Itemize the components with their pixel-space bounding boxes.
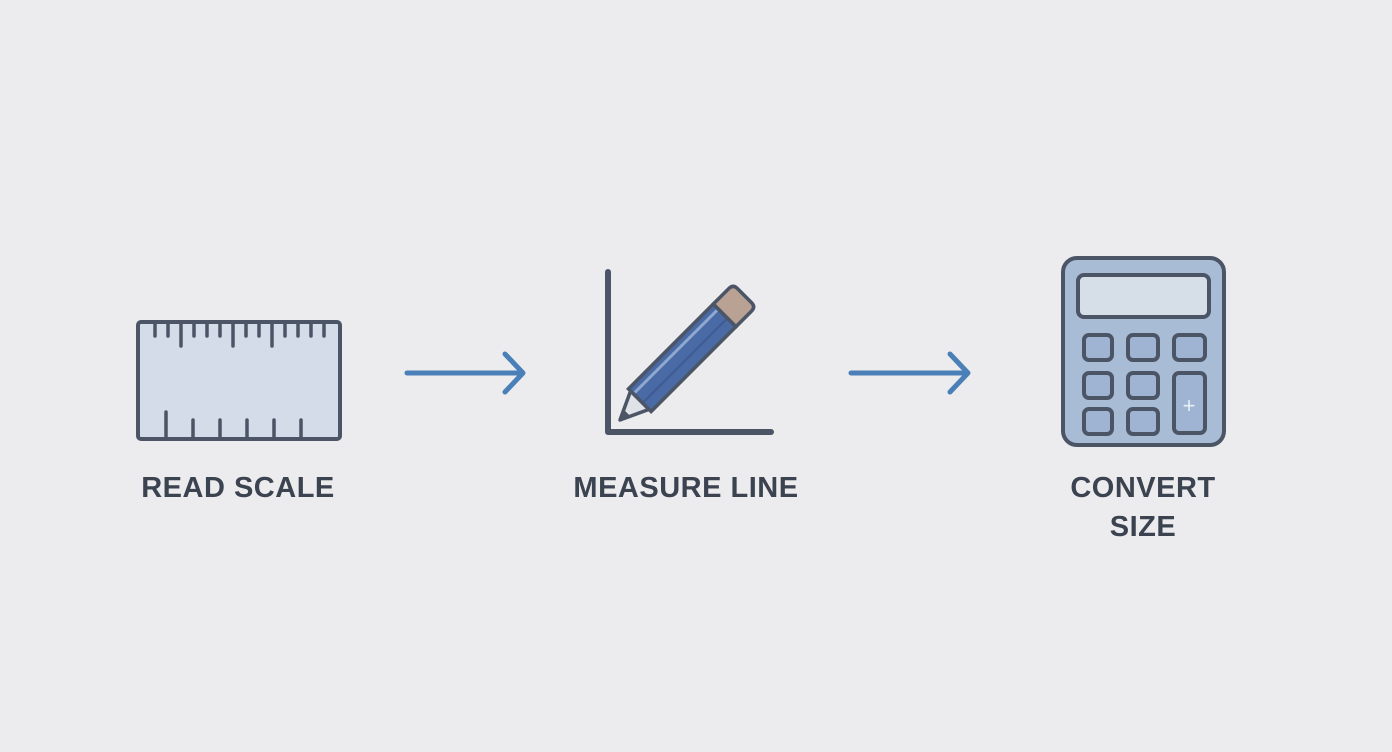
- calculator-icon: +: [1061, 256, 1226, 447]
- step-label-line-1: CONVERT: [1070, 472, 1216, 504]
- plus-key-label: +: [1183, 393, 1196, 418]
- step-label-line-2: SIZE: [1109, 511, 1177, 543]
- step-label-convert-size: CONVERT SIZE: [993, 469, 1293, 547]
- pencil-icon: [605, 269, 774, 435]
- step-label-measure-line: MEASURE LINE: [573, 472, 799, 504]
- arrow-right-icon: [848, 351, 971, 395]
- step-label-read-scale: READ SCALE: [141, 472, 335, 504]
- arrow-right-icon: [404, 351, 526, 395]
- ruler-icon: [136, 320, 342, 441]
